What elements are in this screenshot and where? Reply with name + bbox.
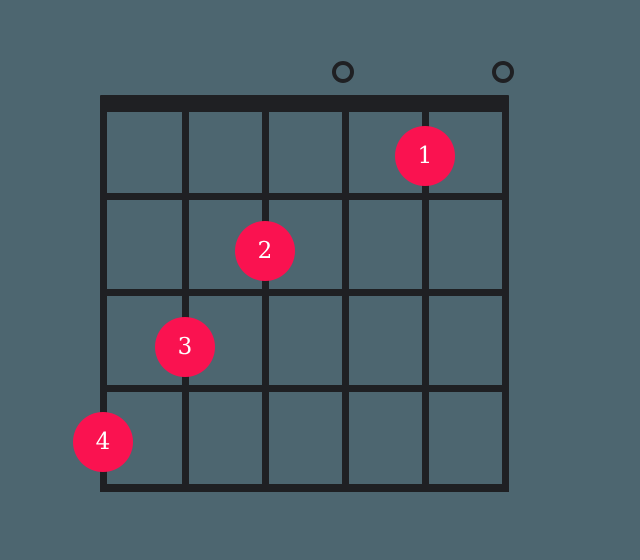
string-line-4 bbox=[341, 100, 349, 492]
finger-dot-label: 2 bbox=[257, 237, 273, 264]
finger-dot-1: 1 bbox=[395, 126, 455, 186]
finger-dot-3: 3 bbox=[155, 317, 215, 377]
string-line-6 bbox=[501, 100, 509, 492]
fret-line-4 bbox=[99, 483, 509, 492]
finger-dot-label: 4 bbox=[95, 428, 111, 455]
string-line-5 bbox=[421, 100, 429, 492]
open-string-marker-4 bbox=[332, 61, 354, 83]
string-line-1 bbox=[99, 100, 107, 492]
finger-dot-4: 4 bbox=[73, 412, 133, 472]
nut bbox=[99, 95, 509, 112]
finger-dot-label: 1 bbox=[417, 142, 433, 169]
finger-dot-label: 3 bbox=[177, 333, 193, 360]
string-line-3 bbox=[261, 100, 269, 492]
finger-dot-2: 2 bbox=[235, 221, 295, 281]
string-line-2 bbox=[181, 100, 189, 492]
fret-line-3 bbox=[99, 384, 509, 392]
fret-line-2 bbox=[99, 288, 509, 296]
open-string-marker-6 bbox=[492, 61, 514, 83]
fret-line-1 bbox=[99, 192, 509, 200]
